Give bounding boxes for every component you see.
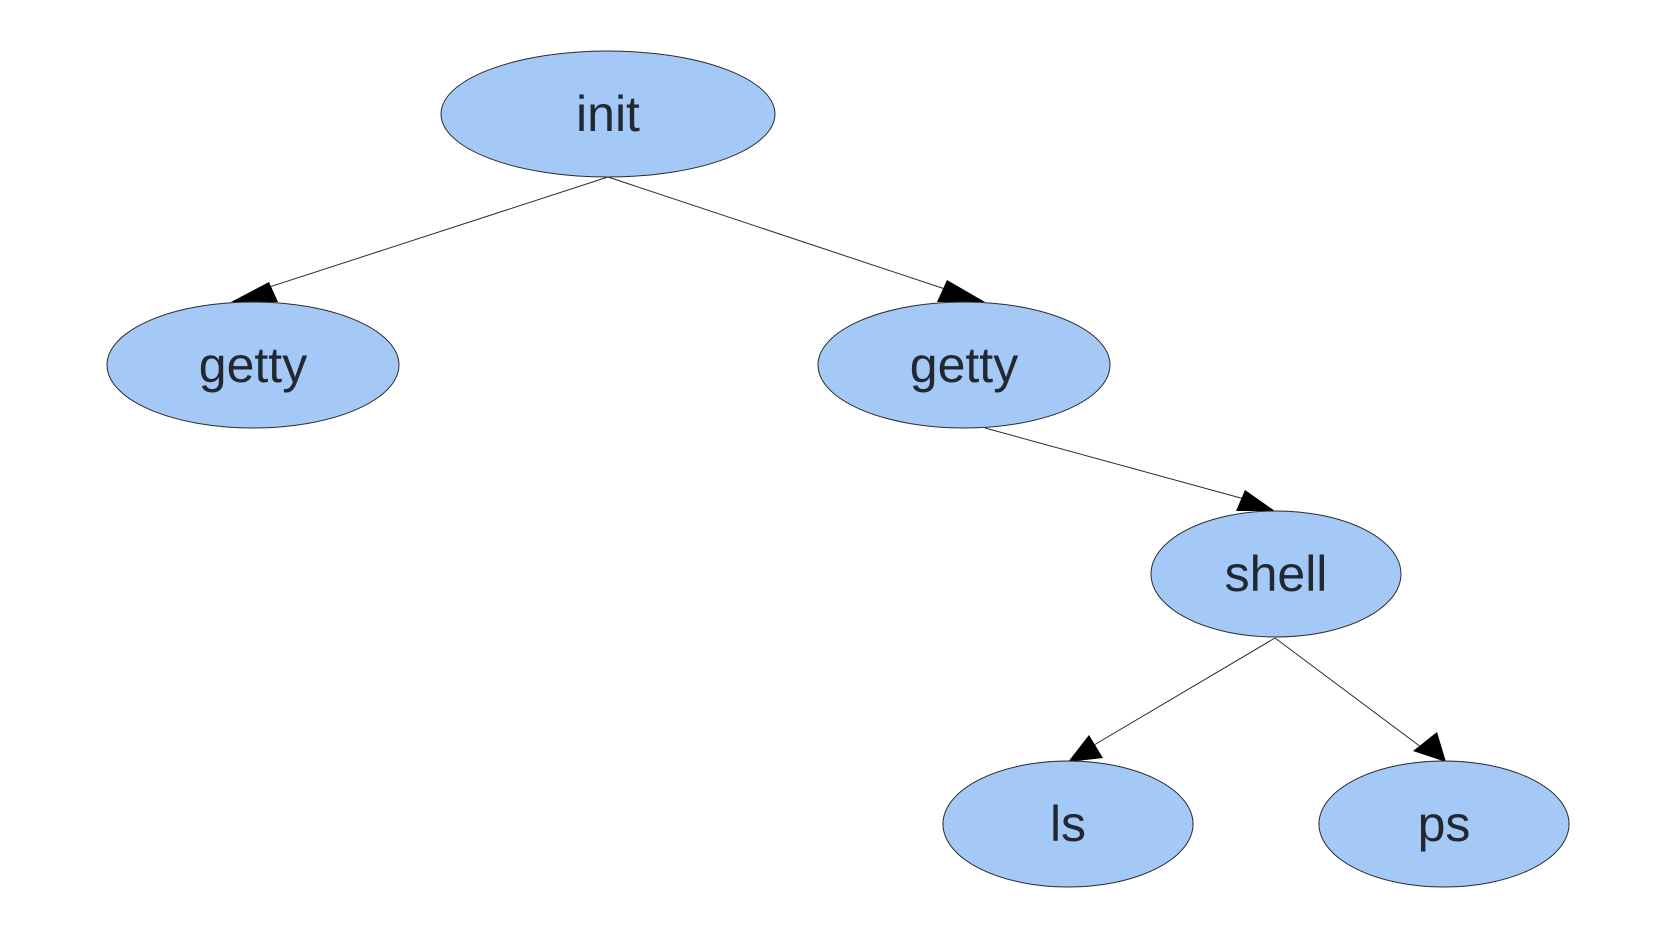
edge-init-to-getty-left <box>231 176 609 302</box>
edge-line <box>1274 637 1426 751</box>
arrowhead <box>1068 735 1103 762</box>
arrowhead <box>1413 732 1446 762</box>
edge-shell-to-ps <box>1274 637 1446 762</box>
node-shape <box>1150 510 1402 638</box>
edge-shell-to-ls <box>1068 637 1276 762</box>
node-shape <box>440 50 776 178</box>
nodes-layer: init getty getty shell ls ps <box>106 50 1570 888</box>
edge-getty-right-to-shell <box>984 427 1275 511</box>
edge-line <box>984 427 1249 501</box>
node-init: init <box>440 50 776 178</box>
edge-line <box>607 176 949 291</box>
node-label: ls <box>1050 796 1086 852</box>
edge-line <box>250 176 609 294</box>
node-ps: ps <box>1318 760 1570 888</box>
node-getty-left: getty <box>106 301 400 429</box>
node-shape <box>817 301 1111 429</box>
node-label: getty <box>910 337 1018 393</box>
edge-line <box>1088 637 1276 749</box>
arrowhead <box>937 280 985 302</box>
node-ls: ls <box>942 760 1194 888</box>
arrowhead <box>1236 490 1275 511</box>
node-label: ps <box>1418 796 1471 852</box>
node-shape <box>106 301 400 429</box>
node-shape <box>942 760 1194 888</box>
edges-layer <box>231 176 1446 762</box>
arrowhead <box>231 282 278 302</box>
node-label: init <box>576 86 640 142</box>
edge-init-to-getty-right <box>607 176 985 302</box>
node-getty-right: getty <box>817 301 1111 429</box>
node-label: shell <box>1225 546 1328 602</box>
node-shell: shell <box>1150 510 1402 638</box>
node-label: getty <box>199 337 307 393</box>
node-shape <box>1318 760 1570 888</box>
